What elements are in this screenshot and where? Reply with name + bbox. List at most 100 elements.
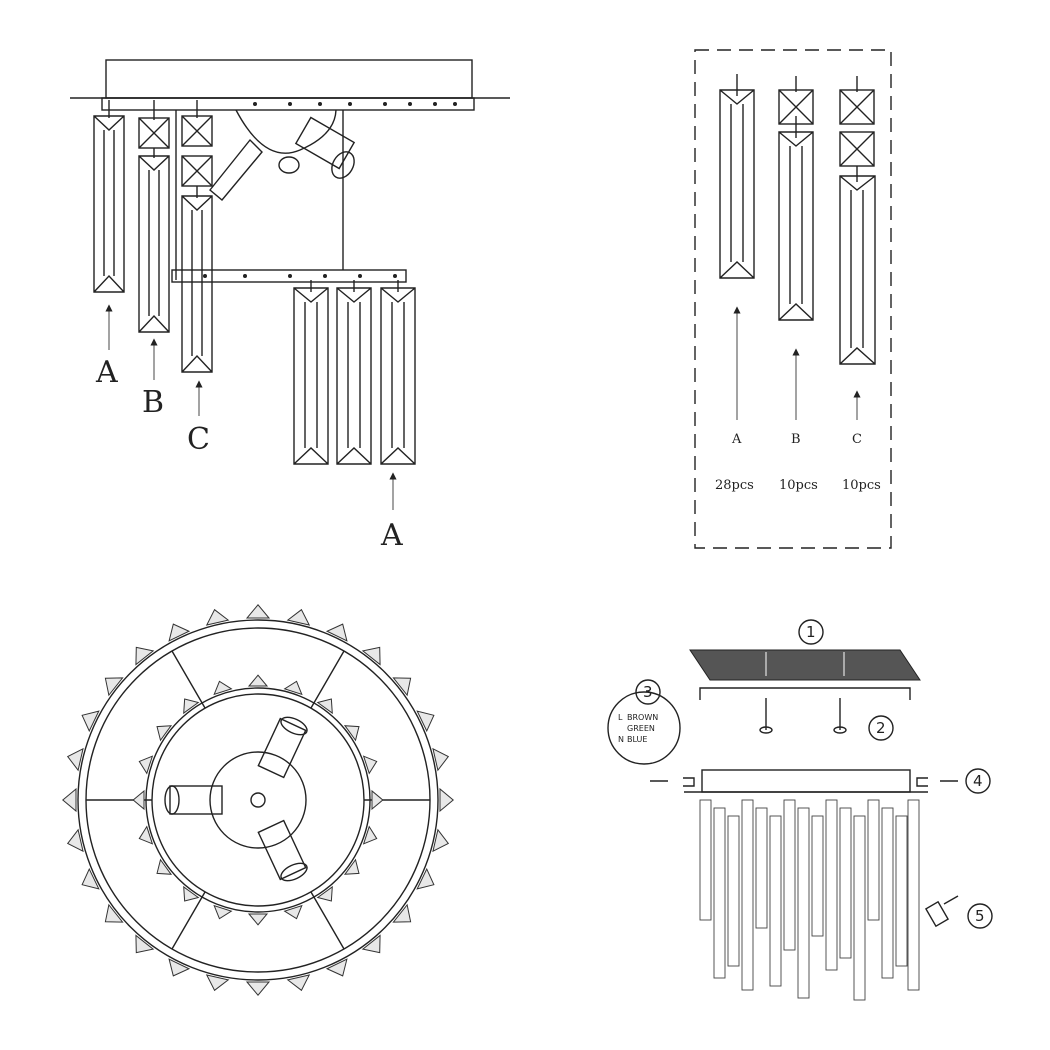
hanging-crystal (825, 799, 838, 971)
label-c: C (187, 422, 210, 457)
step-1-label: 1 (806, 623, 816, 641)
parts-letter-a: A (731, 432, 742, 447)
crystal-pyramid (432, 828, 450, 853)
step-5-label: 5 (975, 907, 985, 925)
crystal-pyramid (432, 747, 450, 772)
assembly-crystals (699, 799, 920, 1001)
crystal-pyramid (138, 755, 154, 775)
outer-crystals (62, 604, 454, 996)
crystal-pyramid (283, 904, 303, 920)
socket-side (294, 116, 356, 170)
crystal-pyramid (183, 885, 200, 902)
crystal-pyramid (132, 789, 145, 811)
parts-list-border (694, 49, 892, 549)
hanging-crystal (895, 815, 908, 967)
hanging-crystal (755, 807, 768, 929)
ceiling-canopy (105, 59, 473, 99)
crystal-c-stack (181, 100, 213, 373)
outer-ring (77, 619, 439, 981)
center-hub (209, 751, 307, 849)
parts-qty-b: 10pcs (779, 478, 818, 493)
hanging-crystal (867, 799, 880, 921)
crystal-pyramid (135, 934, 155, 954)
wiring-l-text: BROWN (627, 713, 658, 722)
crystal-pyramid (316, 885, 333, 902)
crystal-pyramid (247, 674, 269, 687)
hanging-crystal (783, 799, 796, 951)
wiring-detail (607, 691, 681, 765)
crystal-pyramid (66, 747, 84, 772)
crystal-pyramid (205, 608, 230, 626)
hanging-crystal (797, 807, 810, 999)
crystal-pyramid (283, 680, 303, 696)
step-2-label: 2 (876, 719, 886, 737)
crystal-pyramid (81, 867, 100, 890)
hanging-crystal (727, 815, 740, 967)
bulb-g9 (924, 895, 959, 928)
side-view: A B C A (70, 59, 510, 553)
hanging-crystal (741, 799, 754, 991)
crystal-pyramid (371, 789, 384, 811)
crystal-pyramid (213, 904, 233, 920)
parts-letter-c: C (852, 432, 862, 447)
crystal-pyramid (286, 608, 311, 626)
socket-left (164, 785, 223, 815)
label-b: B (142, 385, 164, 420)
socket-bottom (257, 819, 308, 882)
crystal-pyramid (245, 604, 271, 619)
wiring-n-text: BLUE (627, 735, 647, 744)
center-dome (235, 109, 337, 154)
crystal-pyramid (362, 755, 378, 775)
inner-crystals (132, 674, 384, 926)
crystal-pyramid (325, 623, 348, 642)
hanging-crystal (881, 807, 894, 979)
mounting-bar (101, 97, 475, 111)
crystal-pyramid (361, 646, 381, 666)
crystal-pyramid (247, 913, 269, 926)
crystal-pyramid (392, 903, 412, 923)
crystal-pyramid (439, 787, 454, 813)
label-a-left: A (95, 355, 118, 390)
assembly-canopy (701, 769, 911, 793)
parts-qty-c: 10pcs (842, 478, 881, 493)
crystal-pyramid (286, 974, 311, 992)
crystal-pyramid (416, 710, 435, 733)
crystal-pyramid (213, 680, 233, 696)
mounting-plate (689, 649, 921, 681)
crystal-pyramid (66, 828, 84, 853)
crystal-pyramid (81, 710, 100, 733)
crystal-pyramid (168, 958, 191, 977)
crystal-pyramid (325, 958, 348, 977)
crystal-b-stack (138, 100, 170, 333)
crystal-a-left (93, 100, 125, 293)
crystal-pyramid (245, 981, 271, 996)
hanging-crystal (839, 807, 852, 959)
crystal-pyramid (362, 825, 378, 845)
crystal-pyramid (156, 725, 173, 742)
wiring-l: L (618, 713, 623, 722)
screw-left (759, 698, 773, 734)
step-4-label: 4 (973, 772, 983, 790)
crystal-pyramid (168, 623, 191, 642)
bottom-view (62, 604, 454, 996)
hanging-crystal (699, 799, 712, 921)
crystal-pyramid (156, 858, 173, 875)
hanging-crystal (853, 815, 866, 1001)
crystal-pyramid (343, 725, 360, 742)
crystal-pyramid (104, 903, 124, 923)
crystal-pyramid (183, 698, 200, 715)
lower-ring (171, 269, 407, 283)
crystal-pyramid (343, 858, 360, 875)
hanging-crystal (769, 815, 782, 987)
socket-top (257, 716, 308, 779)
crystal-pyramid (138, 825, 154, 845)
parts-list: A B C 28pcs 10pcs 10pcs (694, 49, 892, 549)
label-a-right: A (380, 518, 403, 553)
crystal-pyramid (361, 934, 381, 954)
crystal-pyramid (104, 677, 124, 697)
parts-letter-b: B (791, 432, 801, 447)
mounting-bar-holes (253, 102, 457, 106)
crystal-pyramid (135, 646, 155, 666)
assembly-view: 1 2 3 L BROWN GREEN N BLUE 4 (607, 619, 993, 1001)
